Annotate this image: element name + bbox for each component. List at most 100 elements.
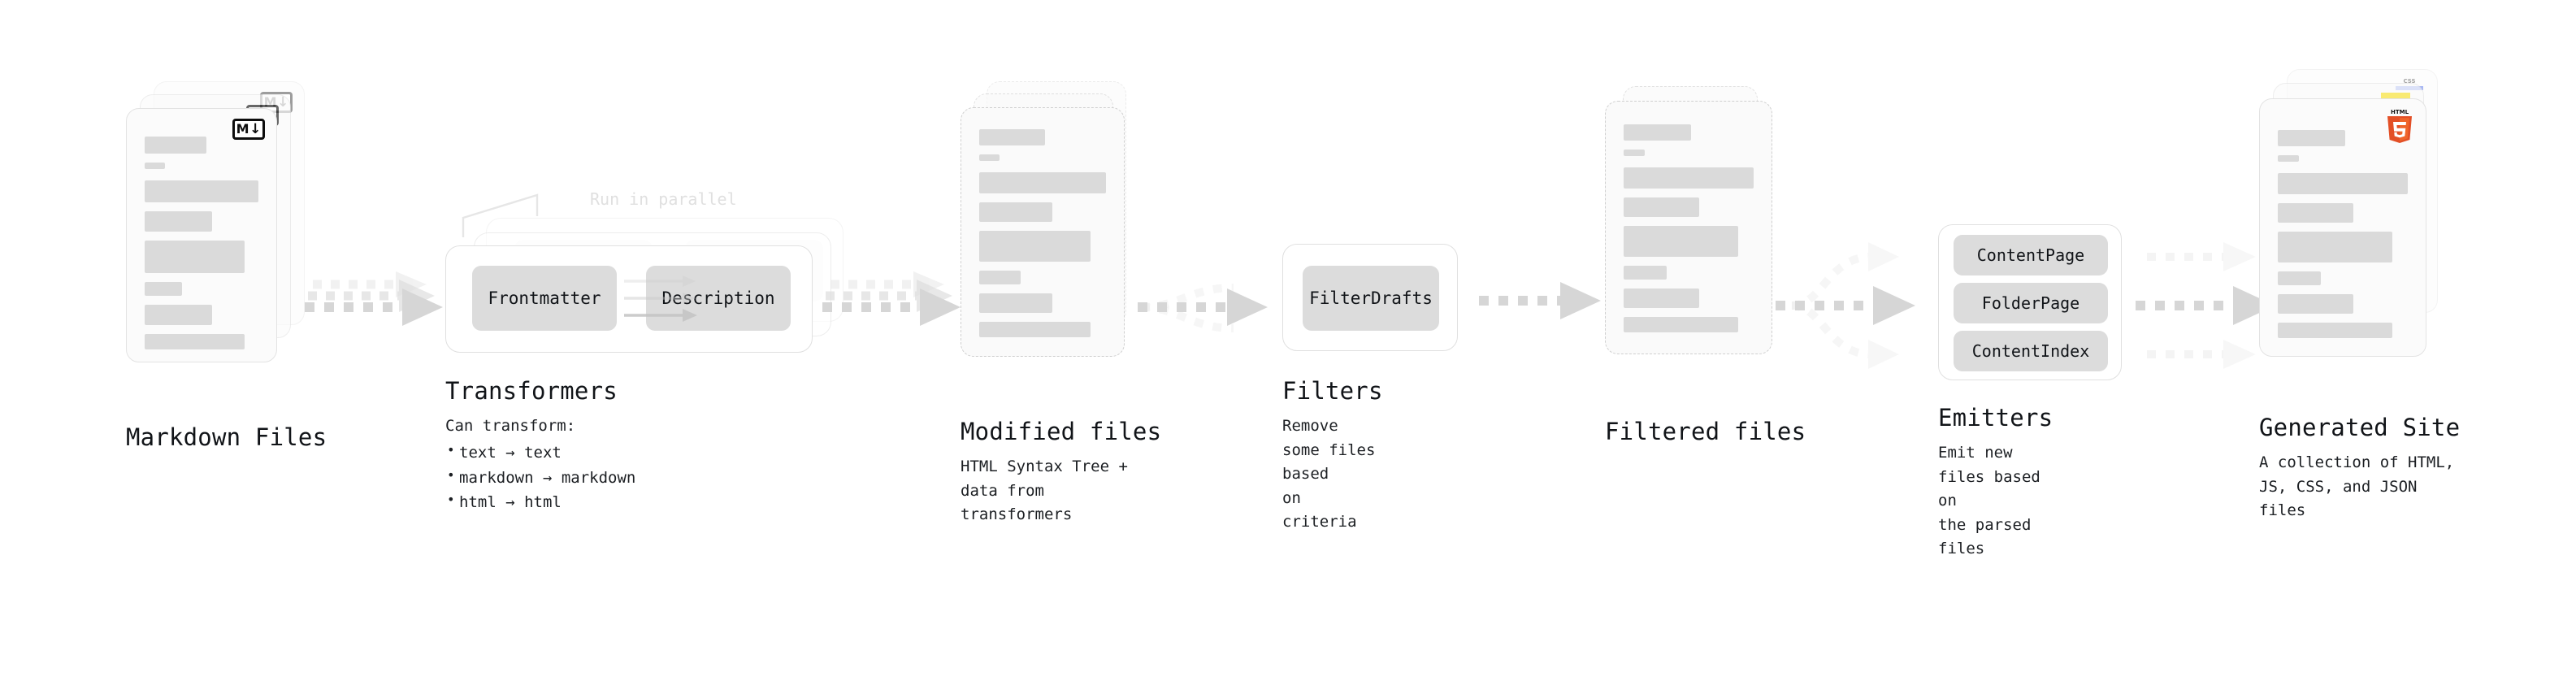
skeleton-bar xyxy=(979,322,1091,337)
emitters-panel: ContentPage FolderPage ContentIndex xyxy=(1938,224,2122,380)
skeleton-bar xyxy=(1624,197,1699,217)
stage-title: Filtered files xyxy=(1605,418,1806,445)
css-icon-label: CSS xyxy=(2403,78,2416,85)
transformer-pill-label: Frontmatter xyxy=(488,288,601,308)
transformers-capability-list: text → text markdown → markdown html → h… xyxy=(445,440,635,515)
skeleton-bar xyxy=(979,154,1000,161)
emitter-pill-contentindex[interactable]: ContentIndex xyxy=(1954,331,2108,371)
markdown-file-stack: M↓ M↓ M↓ xyxy=(126,81,305,423)
transformer-panel-stack: Frontmatter Description xyxy=(445,0,868,353)
skeleton-bar xyxy=(2278,130,2346,146)
skeleton-bar xyxy=(1624,317,1738,332)
filter-pill-label: FilterDrafts xyxy=(1309,288,1433,308)
stage-title: Modified files xyxy=(961,418,1162,445)
generated-site-stack: CSS HTML xyxy=(2259,69,2454,427)
filtered-file-stack xyxy=(1605,81,1784,423)
skeleton-bar xyxy=(979,231,1091,262)
list-item: html → html xyxy=(445,489,635,515)
skeleton-bar xyxy=(145,211,212,232)
emitter-pill-label: ContentPage xyxy=(1976,245,2085,265)
skeleton-bar xyxy=(979,271,1021,284)
generated-site-card-front: HTML xyxy=(2259,98,2426,357)
run-in-parallel-bracket xyxy=(462,193,539,237)
filter-pill-filterdrafts[interactable]: FilterDrafts xyxy=(1303,266,1439,331)
caption-generated-site: Generated Site A collection of HTML, JS,… xyxy=(2259,414,2460,523)
file-skeleton-content xyxy=(145,137,258,358)
emitter-pill-label: ContentIndex xyxy=(1971,341,2090,361)
connector-filters-to-filtered xyxy=(1479,282,1601,319)
skeleton-bar xyxy=(1624,150,1645,156)
stage-description: Remove some files based on criteria xyxy=(1282,417,1376,531)
stage-description: HTML Syntax Tree + data from transformer… xyxy=(961,458,1128,524)
transformer-inner-arrows xyxy=(624,275,697,322)
caption-filters: Filters Remove some files based on crite… xyxy=(1282,377,1383,535)
skeleton-bar xyxy=(145,305,212,325)
filtered-file-card-front xyxy=(1605,101,1772,354)
skeleton-bar xyxy=(1624,266,1667,280)
modified-file-stack xyxy=(961,81,1139,423)
skeleton-bar xyxy=(2278,271,2321,285)
skeleton-bar xyxy=(2278,155,2299,162)
transformers-lead: Can transform: xyxy=(445,417,576,436)
markdown-icon: M↓ xyxy=(232,119,265,140)
connector-transformers-to-modified xyxy=(822,271,961,326)
skeleton-bar xyxy=(2278,294,2353,314)
stage-title: Generated Site xyxy=(2259,414,2461,441)
file-skeleton-content xyxy=(979,129,1106,346)
markdown-file-card-front: M↓ xyxy=(126,108,277,362)
skeleton-bar xyxy=(979,129,1046,145)
stage-title: Markdown Files xyxy=(126,423,327,451)
stage-description: A collection of HTML, JS, CSS, and JSON … xyxy=(2259,453,2455,520)
transformer-pill-frontmatter[interactable]: Frontmatter xyxy=(472,266,617,331)
skeleton-bar xyxy=(1624,288,1699,308)
emitter-pill-folderpage[interactable]: FolderPage xyxy=(1954,283,2108,323)
skeleton-bar xyxy=(2278,203,2353,223)
list-item: markdown → markdown xyxy=(445,465,635,491)
skeleton-bar xyxy=(2278,173,2408,194)
markdown-icon-letter: M xyxy=(236,121,249,137)
html5-icon: HTML xyxy=(2384,107,2415,143)
skeleton-bar xyxy=(1624,167,1754,189)
skeleton-bar xyxy=(145,334,245,349)
skeleton-bar xyxy=(145,137,206,154)
filters-panel-wrap: FilterDrafts xyxy=(1282,244,1469,358)
skeleton-bar xyxy=(145,180,258,202)
skeleton-bar xyxy=(1624,226,1738,257)
skeleton-bar xyxy=(979,293,1053,313)
caption-markdown-files: Markdown Files xyxy=(126,423,327,451)
connector-emitters-to-site xyxy=(2136,242,2275,369)
svg-text:HTML: HTML xyxy=(2391,109,2409,115)
caption-emitters: Emitters Emit new files based on the par… xyxy=(1938,404,2053,562)
modified-file-card-front xyxy=(961,107,1125,357)
skeleton-bar xyxy=(2278,323,2392,338)
transformer-pill-label: Description xyxy=(661,288,775,308)
skeleton-bar xyxy=(145,163,166,169)
skeleton-bar xyxy=(1624,124,1692,141)
connector-modified-to-filters xyxy=(1138,284,1268,332)
skeleton-bar xyxy=(979,202,1053,222)
transformer-panel-front: Frontmatter Description xyxy=(445,245,813,353)
connector-filtered-to-emitters xyxy=(1776,242,1915,369)
caption-transformers: Transformers Can transform: text → text … xyxy=(445,377,635,515)
skeleton-bar xyxy=(979,172,1106,193)
list-item: text → text xyxy=(445,440,635,466)
connector-markdown-to-transformers xyxy=(305,271,443,326)
emitters-panel-wrap: ContentPage FolderPage ContentIndex xyxy=(1938,224,2141,387)
stage-title: Transformers xyxy=(445,377,618,405)
markdown-icon-arrow: ↓ xyxy=(249,120,262,137)
caption-filtered-files: Filtered files xyxy=(1605,418,1806,445)
transformer-pill-description[interactable]: Description xyxy=(646,266,791,331)
file-skeleton-content xyxy=(2278,130,2408,347)
stage-description: Emit new files based on the parsed files xyxy=(1938,444,2040,558)
run-in-parallel-label: Run in parallel xyxy=(590,189,737,209)
stage-title: Filters xyxy=(1282,377,1383,405)
stage-title: Emitters xyxy=(1938,404,2053,432)
emitter-pill-label: FolderPage xyxy=(1981,293,2080,313)
caption-modified-files: Modified files HTML Syntax Tree + data f… xyxy=(961,418,1162,527)
emitter-pill-contentpage[interactable]: ContentPage xyxy=(1954,235,2108,275)
skeleton-bar xyxy=(145,282,183,296)
filters-panel: FilterDrafts xyxy=(1282,244,1458,351)
skeleton-bar xyxy=(145,241,245,273)
skeleton-bar xyxy=(2278,232,2392,262)
